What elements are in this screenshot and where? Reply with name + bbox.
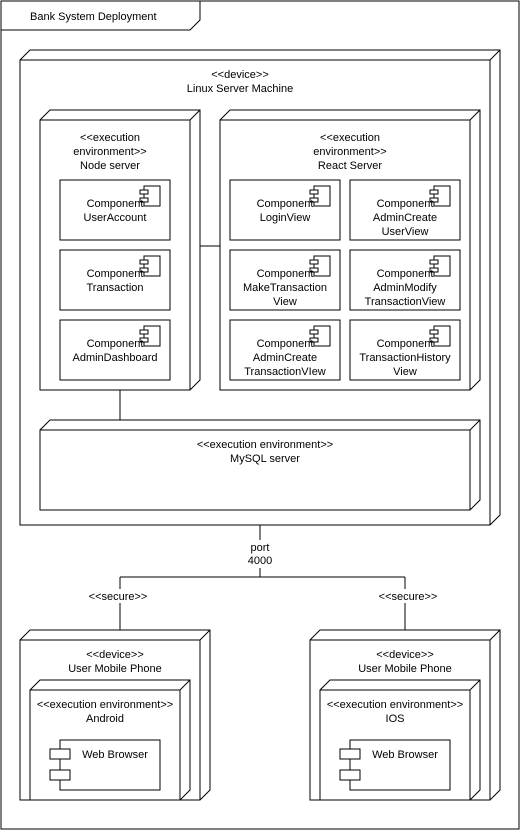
phone-stereotype: <<device>> [86,649,144,661]
web-browser-label: Web Browser [372,749,438,761]
component-keyword: Component [87,338,144,350]
component-keyword: Component [257,268,314,280]
port-connection: port 4000 <<secure>> <<secure>> [82,525,442,630]
component-name: LoginView [260,212,311,224]
frame-title: Bank System Deployment [30,11,157,23]
component-keyword: Component [257,338,314,350]
component-name: Transaction [86,282,143,294]
phone-env-name: Android [86,713,124,725]
component-icon [139,255,161,277]
component-name: AdminDashboard [73,352,158,364]
component-keyword: Component [87,268,144,280]
phone-env-stereotype: <<execution environment>> [327,699,463,711]
secure-label-right: <<secure>> [379,591,438,603]
component-name: View [393,366,417,378]
node-env-stereotype-1: <<execution [80,132,140,144]
mysql-name: MySQL server [230,453,300,465]
phone-stereotype: <<device>> [376,649,434,661]
server-stereotype: <<device>> [211,69,269,81]
react-env-stereotype-1: <<execution [320,132,380,144]
component-name: AdminCreate [373,212,437,224]
component-name: UserView [382,226,429,238]
port-label: port [251,542,270,554]
phones: <<device>> User Mobile Phone <<execution e… [19,629,501,801]
phone-device-node: <<device>> User Mobile Phone <<execution e… [309,629,501,801]
component-port-top [49,748,71,760]
component-icon [139,325,161,347]
phone-name: User Mobile Phone [358,663,452,675]
mysql-stereotype: <<execution environment>> [197,439,333,451]
component-port-bottom [49,769,71,781]
phone-env-name: IOS [386,713,405,725]
node-components: ComponentUserAccountComponentTransaction… [59,179,171,381]
component-name: TransactionVIew [244,366,326,378]
phone-exec-env: <<execution environment>> IOS Web Browser [319,679,481,801]
react-components: ComponentLoginViewComponentAdminCreateUs… [229,179,461,381]
component-keyword: Component [377,198,434,210]
phone-env-stereotype: <<execution environment>> [37,699,173,711]
component-port-top [339,748,361,760]
component-name: UserAccount [84,212,147,224]
web-browser-label: Web Browser [82,749,148,761]
component-icon [429,185,451,207]
component-name: TransactionHistory [359,352,451,364]
mysql-env: <<execution environment>> MySQL server [39,419,481,511]
node-env-name: Node server [80,160,140,172]
component-keyword: Component [87,198,144,210]
react-env-stereotype-2: environment>> [313,146,386,158]
react-env-name: React Server [318,160,383,172]
server-name: Linux Server Machine [187,83,293,95]
component-keyword: Component [257,198,314,210]
component-name: AdminModify [373,282,437,294]
phone-device-node: <<device>> User Mobile Phone <<execution e… [19,629,211,801]
component-keyword: Component [377,268,434,280]
port-number: 4000 [248,555,272,567]
component-icon [309,255,331,277]
frame-title-tab [0,0,201,31]
component-name: TransactionView [365,296,446,308]
component-name: MakeTransaction [243,282,327,294]
component-icon [309,185,331,207]
web-browser-component: Web Browser [49,739,161,791]
web-browser-component: Web Browser [339,739,451,791]
component-icon [429,255,451,277]
component-keyword: Component [377,338,434,350]
phone-name: User Mobile Phone [68,663,162,675]
component-name: AdminCreate [253,352,317,364]
component-icon [429,325,451,347]
component-icon [309,325,331,347]
node-env-stereotype-2: environment>> [73,146,146,158]
component-name: View [273,296,297,308]
secure-label-left: <<secure>> [89,591,148,603]
component-port-bottom [339,769,361,781]
component-icon [139,185,161,207]
